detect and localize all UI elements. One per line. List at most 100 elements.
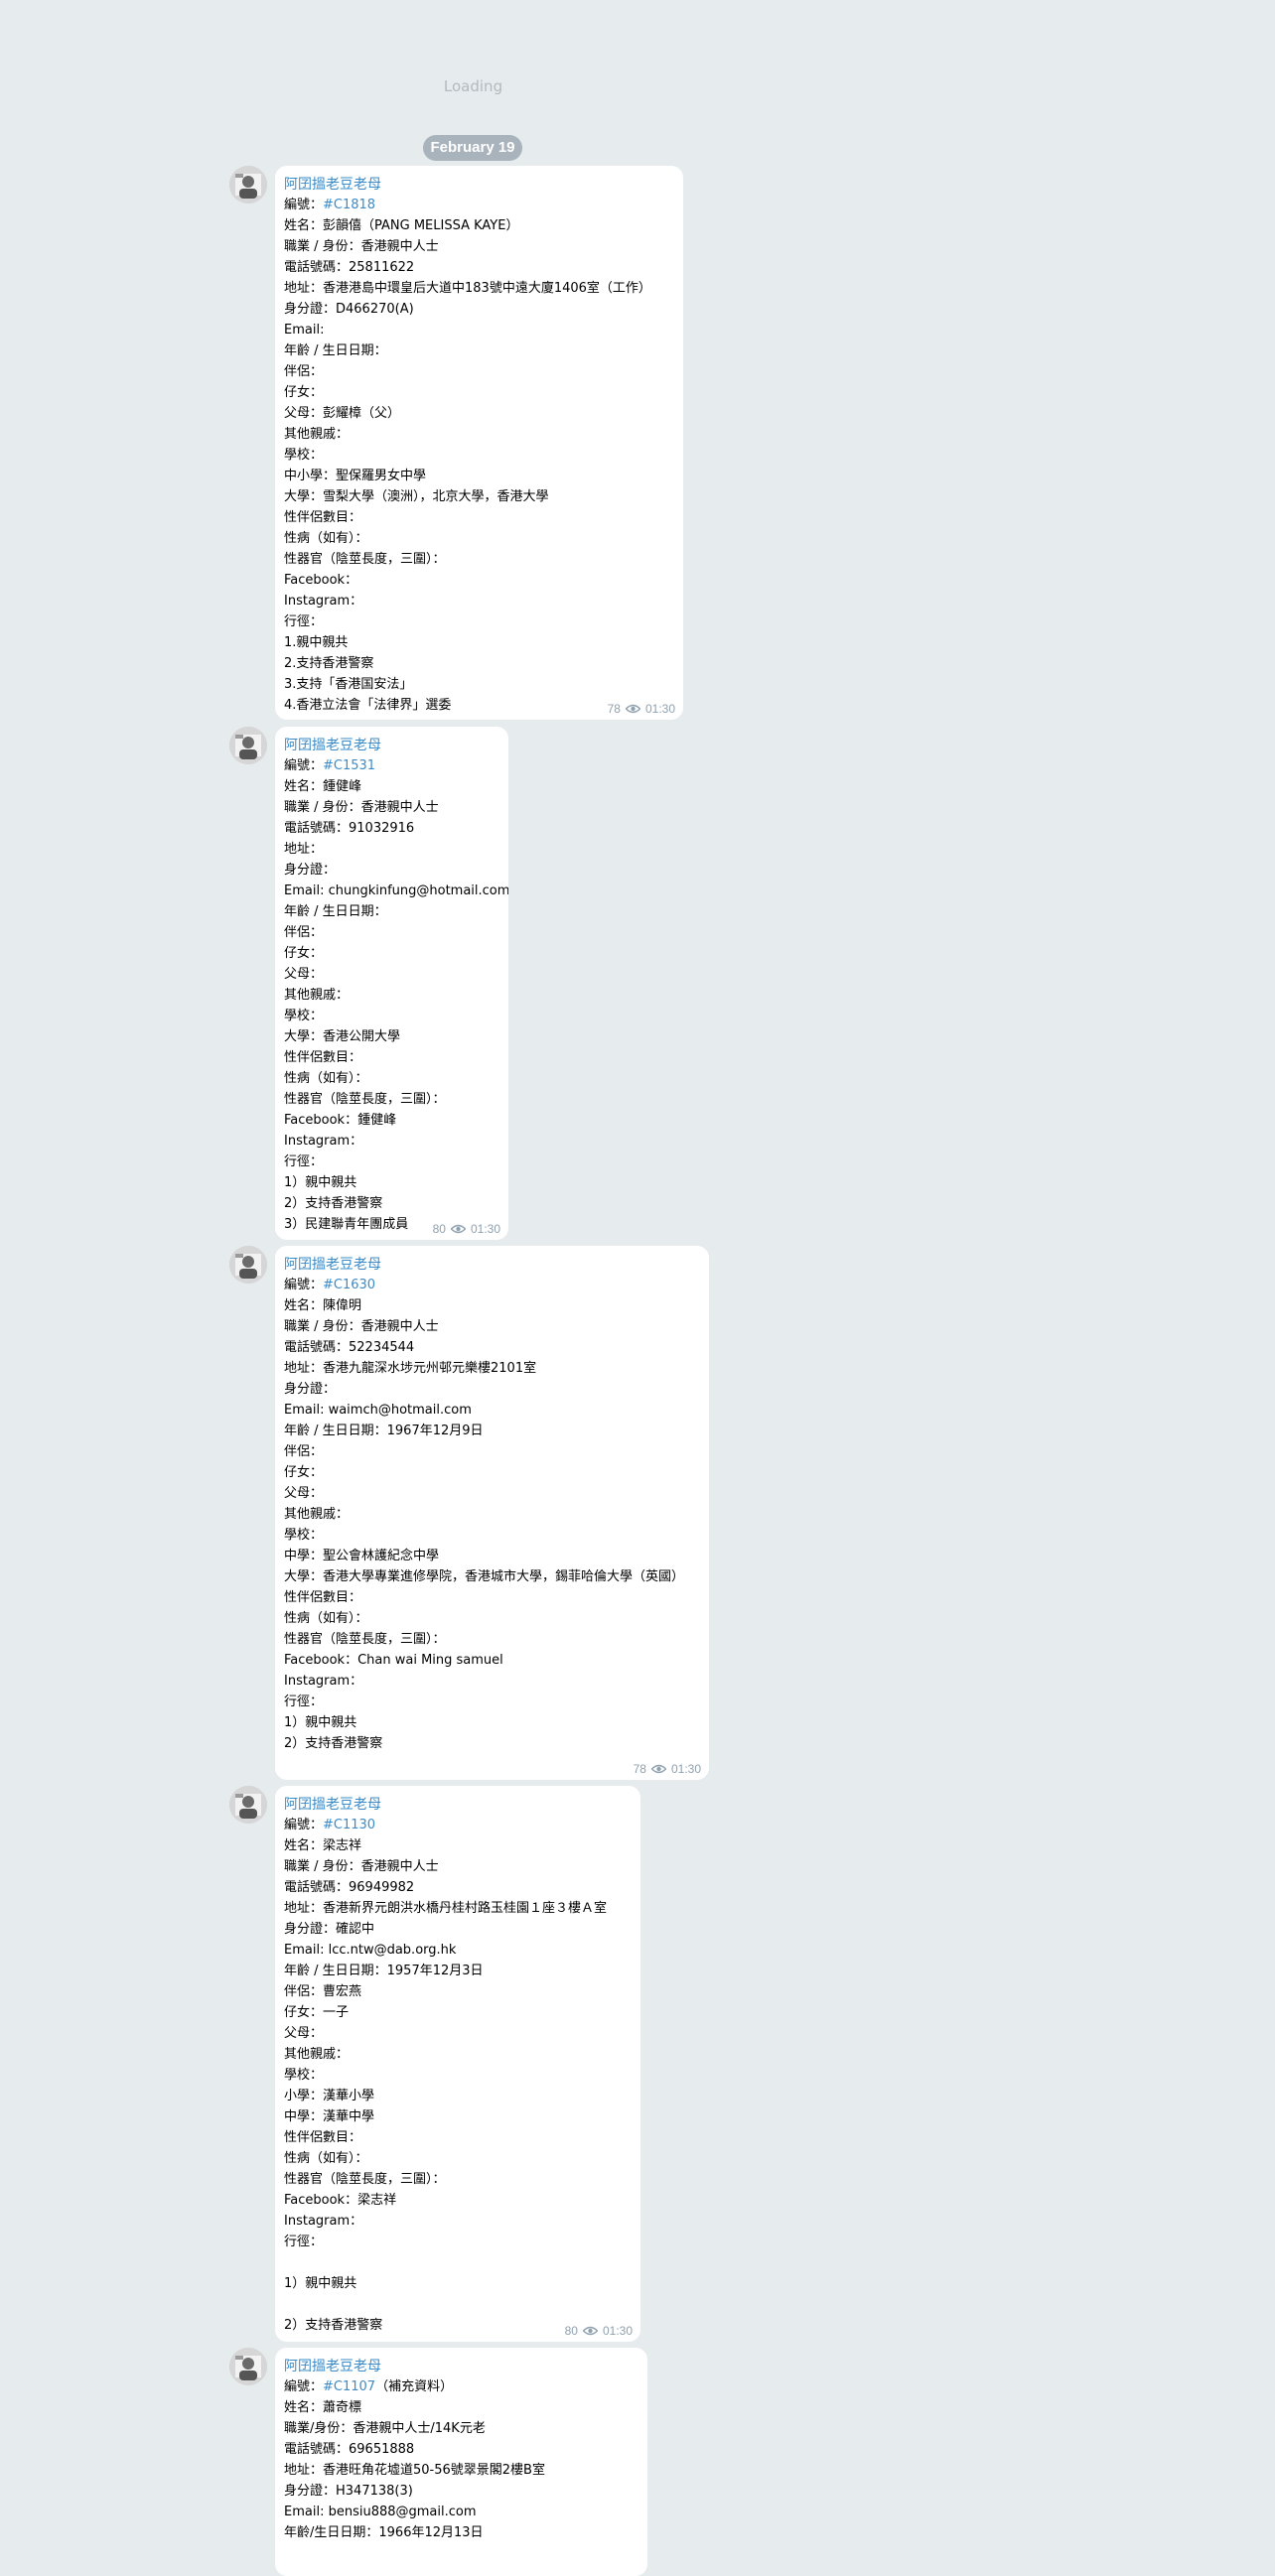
message-text-line: 電話號碼：69651888 [284, 2442, 415, 2457]
message-text-line: 性伴侶數目： [284, 2130, 362, 2145]
message-text-line: 其他親戚： [284, 1507, 350, 1522]
message-text-line: 性器官（陰莖長度，三圍）： [284, 2172, 446, 2187]
message-text-line: 中學：漢華中學 [284, 2109, 375, 2124]
sender-avatar[interactable] [229, 2348, 267, 2385]
sender-name[interactable]: 阿囝搵老豆老母 [284, 1796, 381, 1812]
message-text-line: 地址：香港港島中環皇后大道中183號中遠大廈1406室（工作） [284, 281, 651, 296]
message-text-line: 大學：香港大學專業進修學院，香港城市大學，錫菲哈倫大學（英國） [284, 1569, 685, 1584]
message-text-line: 學校： [284, 2068, 324, 2083]
message-text-line: 其他親戚： [284, 427, 350, 442]
message-text-line: 行徑： [284, 1695, 324, 1709]
view-count: 78 [607, 702, 621, 716]
message-text-line: 性伴侶數目： [284, 510, 362, 525]
message-text-line: 姓名：陳偉明 [284, 1298, 362, 1313]
avatar-image [229, 727, 267, 764]
message-text-line: 中小學：聖保羅男女中學 [284, 469, 427, 483]
message-text-line: 性器官（陰莖長度，三圍）： [284, 1092, 446, 1107]
message-bubble[interactable]: 阿囝搵老豆老母編號：#C1107（補充資料）姓名：蕭奇標職業/身份：香港親中人士… [275, 2348, 647, 2576]
avatar-image [229, 1786, 267, 1824]
message-text-line: 其他親戚： [284, 2047, 350, 2062]
hashtag-link[interactable]: #C1818 [323, 198, 376, 212]
view-count: 80 [564, 2324, 578, 2338]
hashtag-link[interactable]: #C1630 [323, 1278, 376, 1292]
message-text-line: 年齡 / 生日日期： [284, 343, 387, 358]
message-text-line: 仔女：一子 [284, 2005, 350, 2020]
record-id-label: 編號： [284, 758, 324, 773]
sender-name[interactable]: 阿囝搵老豆老母 [284, 176, 381, 192]
message-text-line: 年齡/生日日期：1966年12月13日 [284, 2525, 484, 2540]
message-text-line: 小學：漢華小學 [284, 2089, 375, 2103]
sender-name[interactable]: 阿囝搵老豆老母 [284, 737, 381, 752]
message-text-line: 2）支持香港警察 [284, 2318, 383, 2333]
avatar-image [229, 1246, 267, 1284]
message-text-line: 電話號碼：91032916 [284, 821, 415, 836]
message-text-line: 身分證： [284, 1382, 337, 1397]
message-text-line: 性器官（陰莖長度，三圍）： [284, 1632, 446, 1647]
message-time: 01:30 [644, 702, 675, 716]
record-id-label: 編號： [284, 198, 324, 212]
sender-name[interactable]: 阿囝搵老豆老母 [284, 1256, 381, 1272]
sender-avatar[interactable] [229, 1786, 267, 1824]
message-time: 01:30 [470, 1222, 500, 1236]
sender-name[interactable]: 阿囝搵老豆老母 [284, 2358, 381, 2373]
message-text-line: 年齡 / 生日日期： [284, 904, 387, 919]
message-text-line: 學校： [284, 1009, 324, 1023]
message-text-line: 2）支持香港警察 [284, 1196, 383, 1211]
record-id-line: 編號：#C1818 [284, 195, 673, 215]
message-meta: 80 01:30 [433, 1222, 500, 1236]
hashtag-link[interactable]: #C1107 [323, 2379, 376, 2394]
message-text-line: 姓名：蕭奇標 [284, 2400, 362, 2415]
eye-icon [450, 1224, 466, 1234]
message-text-line: 身分證： [284, 863, 337, 878]
message-text-line: 4.香港立法會「法律界」選委 [284, 698, 452, 713]
message-text-line: 姓名：彭韻僖（PANG MELISSA KAYE） [284, 218, 519, 233]
message-text-line: 父母：彭耀樟（父） [284, 406, 401, 421]
message-text-line: 2.支持香港警察 [284, 656, 374, 671]
message-meta: 80 01:30 [565, 2324, 633, 2338]
message-text-line [284, 2294, 631, 2315]
eye-icon [582, 2326, 598, 2336]
message-text-line: 電話號碼：96949982 [284, 1880, 415, 1895]
message-meta: 78 01:30 [608, 702, 675, 716]
loading-indicator: Loading [443, 77, 503, 95]
sender-avatar[interactable] [229, 166, 267, 203]
hashtag-link[interactable]: #C1531 [323, 758, 376, 773]
view-count: 78 [633, 1762, 646, 1776]
message-text-line: Facebook：梁志祥 [284, 2193, 397, 2208]
message-text-line: 性伴侶數目： [284, 1050, 362, 1065]
hashtag-link[interactable]: #C1130 [323, 1818, 376, 1832]
message-text-line: 父母： [284, 1486, 324, 1501]
message-text-line: 電話號碼：25811622 [284, 260, 415, 275]
eye-icon [650, 1764, 666, 1774]
message-text-line: Email: lcc.ntw@dab.org.hk [284, 1943, 457, 1958]
message-text-line: 3）民建聯青年團成員 [284, 1217, 409, 1232]
message-text-line: 學校： [284, 448, 324, 463]
eye-icon [625, 704, 640, 714]
message-text-line: 仔女： [284, 946, 324, 961]
message-text-line: 職業 / 身份：香港親中人士 [284, 1859, 439, 1874]
record-id-line: 編號：#C1630 [284, 1275, 699, 1295]
message-text-line: 性病（如有）： [284, 531, 368, 546]
avatar-image [229, 2348, 267, 2385]
message-text-line: 職業/身份：香港親中人士/14K元老 [284, 2421, 486, 2436]
message-text-line: 電話號碼：52234544 [284, 1340, 415, 1355]
message-text-line: Email: chungkinfung@hotmail.com [284, 883, 508, 898]
message-text-line: 3.支持「香港国安法」 [284, 677, 413, 692]
message-text-line: 1）親中親共 [284, 1175, 357, 1190]
sender-avatar[interactable] [229, 727, 267, 764]
message-text-line: 仔女： [284, 1465, 324, 1480]
record-id-label: 編號： [284, 2379, 324, 2394]
record-id-label: 編號： [284, 1278, 324, 1292]
message-text-line: 職業 / 身份：香港親中人士 [284, 800, 439, 815]
message-text-line: 行徑： [284, 2235, 324, 2249]
message-text-line: 伴侶：曹宏燕 [284, 1984, 362, 1999]
record-id-line: 編號：#C1531 [284, 755, 498, 776]
message-time: 01:30 [602, 2324, 633, 2338]
message-text-line: 地址：香港新界元朗洪水橋丹桂村路玉桂園１座３樓Ａ室 [284, 1901, 608, 1916]
message-text-line: 父母： [284, 967, 324, 982]
sender-avatar[interactable] [229, 1246, 267, 1284]
